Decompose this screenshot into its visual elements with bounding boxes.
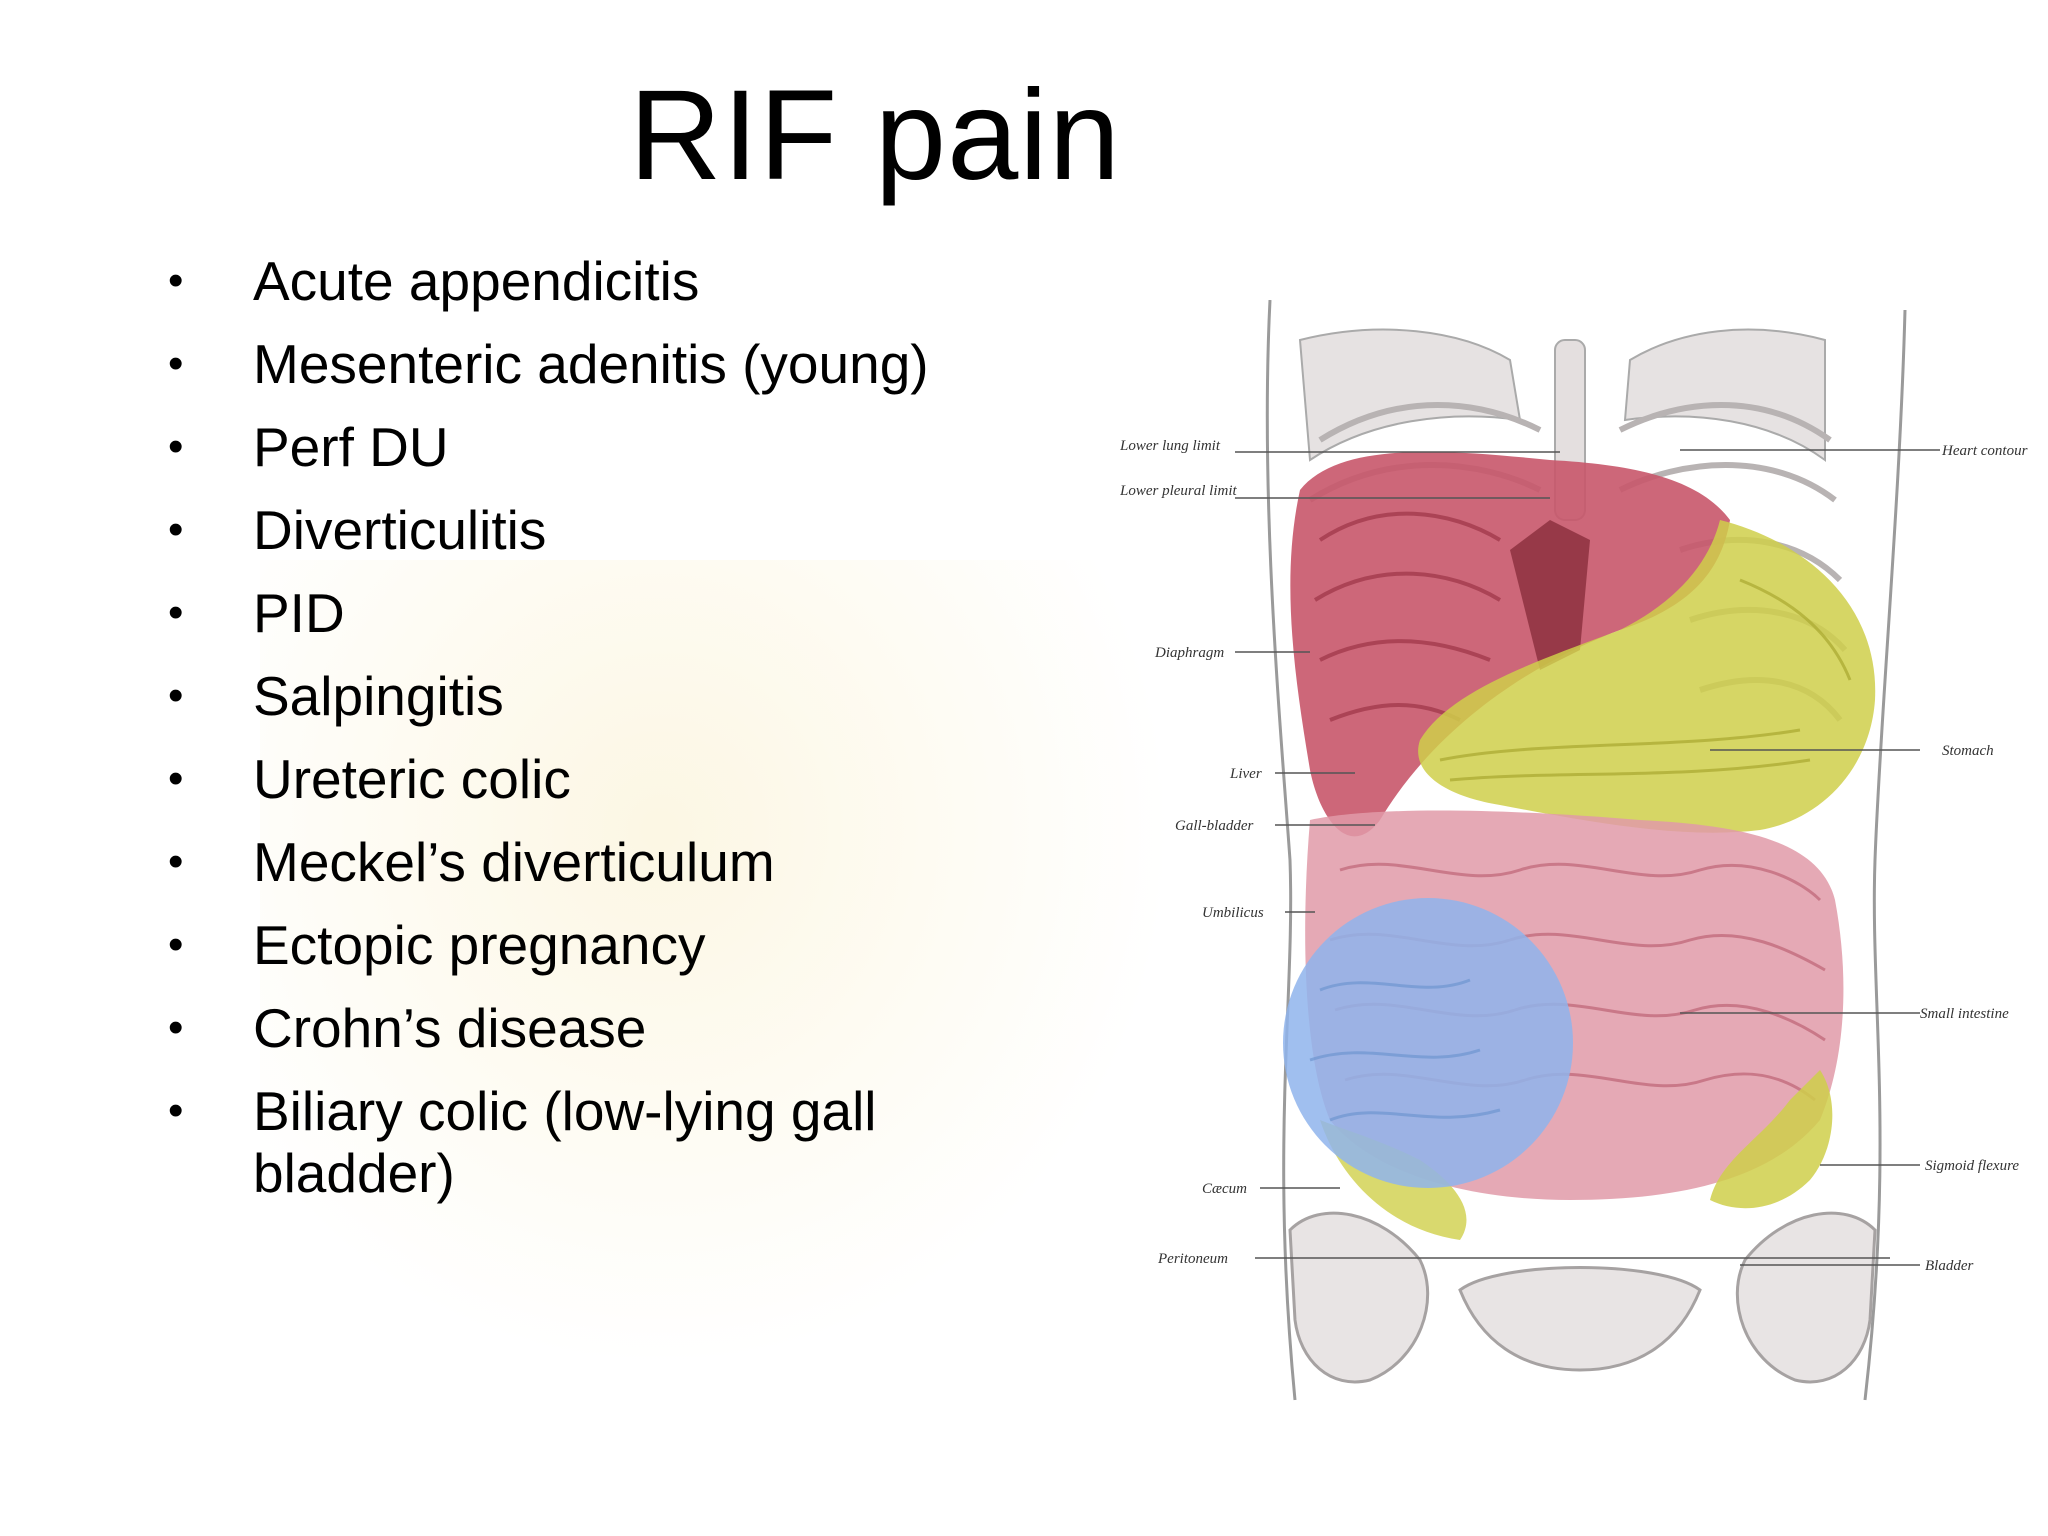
slide-title: RIF pain (629, 64, 1121, 207)
label-lower-pleural-limit: Lower pleural limit (1120, 483, 1238, 499)
sigmoid-colon (1710, 1070, 1833, 1209)
label-gall-bladder: Gall-bladder (1175, 818, 1253, 834)
list-item: PID (168, 582, 1048, 644)
pelvis (1288, 1211, 1877, 1384)
liver-region (1290, 451, 1730, 837)
label-umbilicus: Umbilicus (1202, 905, 1264, 921)
rif-highlight-circle (1283, 898, 1573, 1188)
torso-outline (1265, 300, 1907, 1401)
list-item: Meckel’s diverticulum (168, 831, 1048, 893)
label-diaphragm: Diaphragm (1154, 645, 1224, 661)
label-bladder: Bladder (1925, 1258, 1973, 1274)
label-peritoneum: Peritoneum (1157, 1251, 1228, 1267)
list-item: Ureteric colic (168, 748, 1048, 810)
rif-highlight-veins (1309, 978, 1501, 1122)
list-item: Salpingitis (168, 665, 1048, 727)
liver-dark-lobe (1510, 520, 1590, 670)
label-heart-contour: Heart contour (1941, 443, 2028, 459)
differential-list: Acute appendicitis Mesenteric adenitis (… (168, 250, 1048, 1225)
list-item: Diverticulitis (168, 499, 1048, 561)
list-item: Mesenteric adenitis (young) (168, 333, 1048, 395)
list-item: Perf DU (168, 416, 1048, 478)
label-small-intestine: Small intestine (1920, 1006, 2009, 1022)
stomach-folds (1439, 578, 1852, 782)
label-stomach: Stomach (1942, 743, 1994, 759)
label-liver: Liver (1229, 766, 1262, 782)
leader-lines (1235, 449, 1940, 1266)
abdomen-illustration: Lower lung limit Lower pleural limit Dia… (1120, 300, 2028, 1401)
list-item: Acute appendicitis (168, 250, 1048, 312)
stomach-region (1418, 520, 1876, 833)
label-lower-lung-limit: Lower lung limit (1120, 438, 1221, 454)
list-item: Crohn’s disease (168, 997, 1048, 1059)
list-item: Ectopic pregnancy (168, 914, 1048, 976)
list-item: Biliary colic (low-lying gall bladder) (168, 1080, 1048, 1204)
abdomen-diagram: Lower lung limit Lower pleural limit Dia… (1120, 300, 2048, 1410)
label-sigmoid-flexure: Sigmoid flexure (1925, 1158, 2019, 1174)
label-cecum: Cæcum (1202, 1181, 1247, 1197)
